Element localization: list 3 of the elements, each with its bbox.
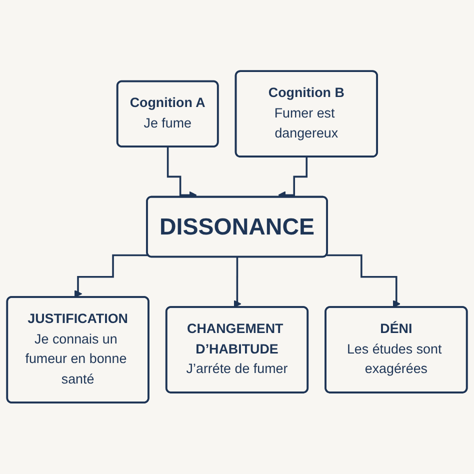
arrow bbox=[326, 254, 401, 308]
arrow bbox=[74, 254, 148, 298]
arrow bbox=[233, 256, 242, 308]
